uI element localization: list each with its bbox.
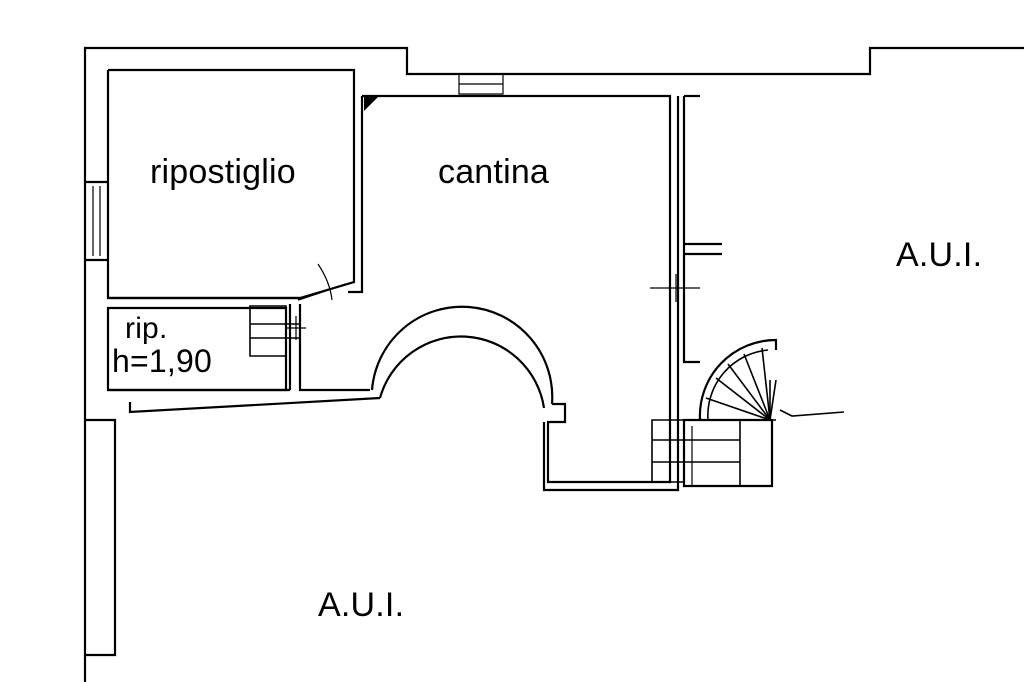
room-height-label: h=1,90 (112, 343, 212, 379)
small-storage-walls (108, 306, 306, 390)
corridor-walls (650, 96, 844, 416)
area-label-aui-right: A.U.I. (896, 236, 983, 274)
cantina-walls (290, 96, 678, 490)
spiral-staircase-icon (652, 340, 776, 486)
area-label-aui-bottom: A.U.I. (318, 586, 405, 624)
window-top (459, 74, 503, 94)
door-swing-icon (298, 264, 346, 300)
room-label-ripostiglio: ripostiglio (150, 153, 296, 191)
room-label-cantina: cantina (438, 153, 550, 191)
room-label-rip: rip. (125, 312, 168, 345)
outer-wall (85, 48, 1024, 682)
window-left (93, 186, 100, 256)
